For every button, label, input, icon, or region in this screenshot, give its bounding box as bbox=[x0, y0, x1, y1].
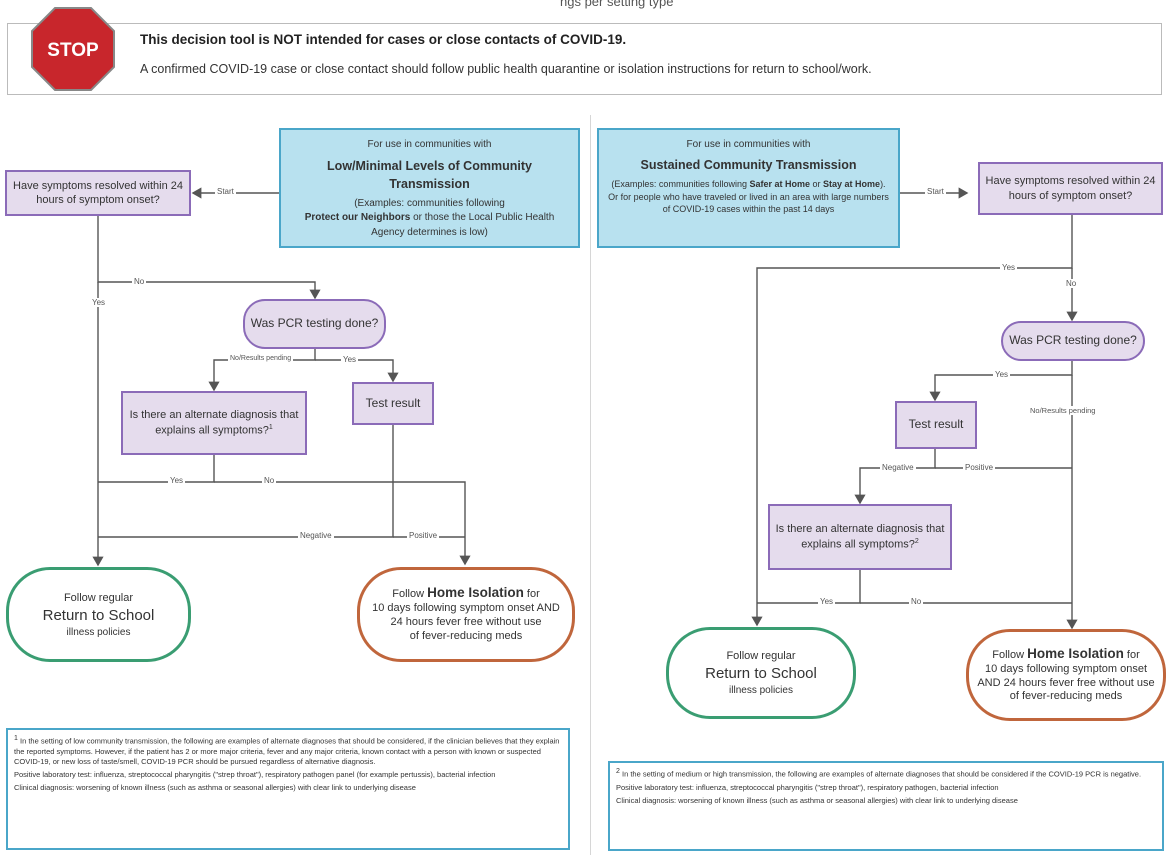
right-alt-diagnosis-question: Is there an alternate diagnosis that exp… bbox=[768, 504, 952, 570]
left-pending-label: No/Results pending bbox=[228, 355, 294, 362]
warning-text: A confirmed COVID-19 case or close conta… bbox=[140, 62, 872, 76]
left-symptoms-question: Have symptoms resolved within 24 hours o… bbox=[5, 170, 191, 216]
left-no-label: No bbox=[132, 277, 147, 286]
stop-sign-text: STOP bbox=[47, 40, 99, 61]
right-positive-label: Positive bbox=[963, 463, 996, 472]
right-alt-no-label: No bbox=[909, 597, 924, 606]
left-alt-yes-label: Yes bbox=[168, 476, 186, 485]
right-negative-label: Negative bbox=[880, 463, 916, 472]
left-pcr-question: Was PCR testing done? bbox=[243, 299, 386, 349]
right-no-label: No bbox=[1064, 279, 1079, 288]
right-start-label: Start bbox=[925, 187, 946, 196]
right-community-examples: (Examples: communities following Safer a… bbox=[608, 179, 889, 214]
warning-banner bbox=[7, 23, 1162, 95]
left-return-to-school: Follow regular Return to School illness … bbox=[6, 567, 191, 662]
left-community-title: Low/Minimal Levels of Community Transmis… bbox=[327, 158, 532, 191]
right-community-line1: For use in communities with bbox=[686, 139, 811, 150]
left-footnote: 1 In the setting of low community transm… bbox=[6, 728, 570, 850]
right-symptoms-question: Have symptoms resolved within 24 hours o… bbox=[978, 162, 1163, 215]
left-positive-label: Positive bbox=[407, 531, 440, 540]
left-community-line1: For use in communities with bbox=[367, 139, 492, 150]
left-start-label: Start bbox=[215, 187, 236, 196]
left-community-box: For use in communities with Low/Minimal … bbox=[279, 128, 580, 248]
right-home-isolation: Follow Home Isolation for 10 days follow… bbox=[966, 629, 1166, 721]
left-test-result: Test result bbox=[352, 382, 434, 425]
right-pcr-question: Was PCR testing done? bbox=[1001, 321, 1145, 361]
right-return-to-school: Follow regular Return to School illness … bbox=[666, 627, 856, 719]
right-pcr-yes-label: Yes bbox=[993, 370, 1011, 379]
warning-title: This decision tool is NOT intended for c… bbox=[140, 32, 627, 47]
left-negative-label: Negative bbox=[298, 531, 334, 540]
right-pending-label: No/Results pending bbox=[1028, 406, 1098, 415]
right-test-result: Test result bbox=[895, 401, 977, 449]
right-yes-label: Yes bbox=[1000, 263, 1018, 272]
right-community-title: Sustained Community Transmission bbox=[640, 157, 857, 172]
panel-divider bbox=[590, 115, 591, 855]
left-alt-diagnosis-question: Is there an alternate diagnosis that exp… bbox=[121, 391, 307, 455]
stop-sign-icon: STOP bbox=[31, 7, 115, 91]
left-pcr-yes-label: Yes bbox=[341, 355, 359, 364]
left-yes-label: Yes bbox=[90, 298, 108, 307]
right-community-box: For use in communities with Sustained Co… bbox=[597, 128, 900, 248]
left-alt-no-label: No bbox=[262, 476, 277, 485]
page-title-fragment: ngs per setting type bbox=[560, 0, 674, 9]
right-footnote: 2 In the setting of medium or high trans… bbox=[608, 761, 1164, 851]
right-alt-yes-label: Yes bbox=[818, 597, 836, 606]
left-home-isolation: Follow Home Isolation for 10 days follow… bbox=[357, 567, 575, 662]
